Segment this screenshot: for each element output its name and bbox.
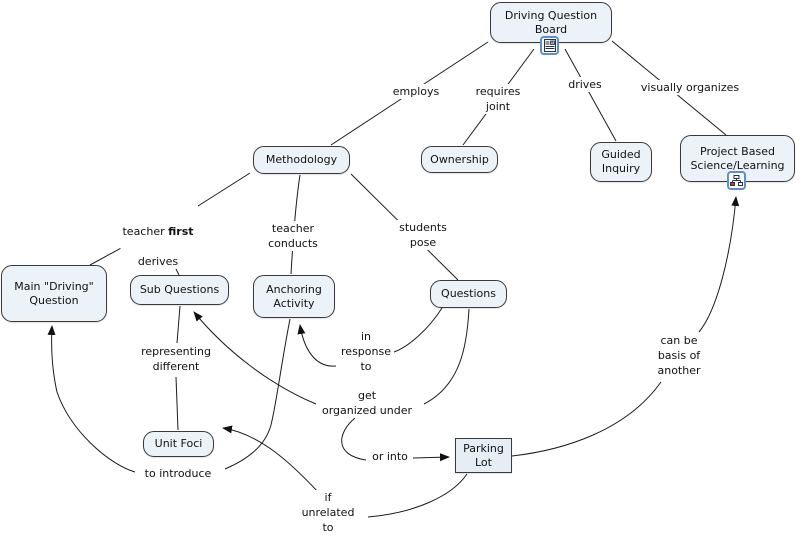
arrow-getorganized-subq (193, 311, 317, 405)
concept-anchoring-activity[interactable]: Anchoring Activity (253, 275, 335, 318)
link-label-students-pose[interactable]: students pose (397, 220, 449, 250)
line-methodology-tfd (197, 172, 251, 207)
line-parkinglot-canbe (511, 381, 662, 457)
line-subq-representing (176, 305, 181, 344)
link-text-bold: first (168, 225, 194, 238)
concept-sub-questions[interactable]: Sub Questions (130, 275, 229, 305)
concept-guided-inquiry[interactable]: Guided Inquiry (590, 142, 652, 182)
line-questions-inresponse (393, 307, 443, 353)
line-getorganized-orinto (341, 417, 367, 461)
line-questions-getorganized (423, 308, 470, 405)
link-label-in-response-to[interactable]: in response to (339, 329, 393, 374)
concept-unit-foci[interactable]: Unit Foci (143, 431, 214, 457)
link-label-teacher-conducts[interactable]: teacher conducts (266, 221, 320, 251)
arrow-inresponse-anchoring (297, 324, 337, 367)
arrow-orinto-parkinglot (412, 453, 450, 462)
line-representing-unitfoci (175, 376, 179, 431)
document-resource-icon[interactable] (540, 36, 559, 55)
arrow-ifunrelated-unitfoci (222, 425, 320, 494)
link-label-can-be-basis-of-another[interactable]: can be basis of another (655, 333, 703, 378)
arrow-tointroduce-maindq (47, 325, 136, 473)
line-dqb-drives-guided (564, 48, 617, 142)
line-parkinglot-ifunrelated (367, 473, 468, 518)
link-label-representing-different[interactable]: representing different (139, 344, 213, 374)
concept-map-resource-icon[interactable] (727, 171, 746, 190)
arrow-canbe-pbsl-icon (698, 196, 740, 333)
hierarchy-glyph (730, 174, 743, 186)
link-text: derives (137, 255, 179, 268)
link-text: teacher (122, 225, 169, 238)
link-label-get-organized-under[interactable]: get organized under (319, 388, 415, 418)
link-label-to-introduce[interactable]: to introduce (142, 466, 214, 481)
document-glyph (543, 39, 556, 52)
link-label-visually-organizes[interactable]: visually organizes (638, 80, 742, 95)
link-label-teacher-first-derives[interactable]: teacher first derives (120, 209, 196, 269)
link-label-employs[interactable]: employs (390, 84, 442, 99)
concept-main-driving-question[interactable]: Main "Driving" Question (1, 265, 107, 322)
concept-questions[interactable]: Questions (430, 280, 507, 308)
concept-ownership[interactable]: Ownership (421, 146, 498, 173)
link-label-drives[interactable]: drives (566, 77, 604, 92)
concept-parking-lot[interactable]: Parking Lot (455, 438, 512, 473)
link-label-requires-joint[interactable]: requires joint (473, 84, 523, 114)
concept-methodology[interactable]: Methodology (253, 146, 350, 174)
link-label-if-unrelated-to[interactable]: if unrelated to (299, 490, 357, 535)
line-anchoring-tointroduce (224, 318, 291, 470)
link-label-or-into[interactable]: or into (370, 449, 410, 464)
